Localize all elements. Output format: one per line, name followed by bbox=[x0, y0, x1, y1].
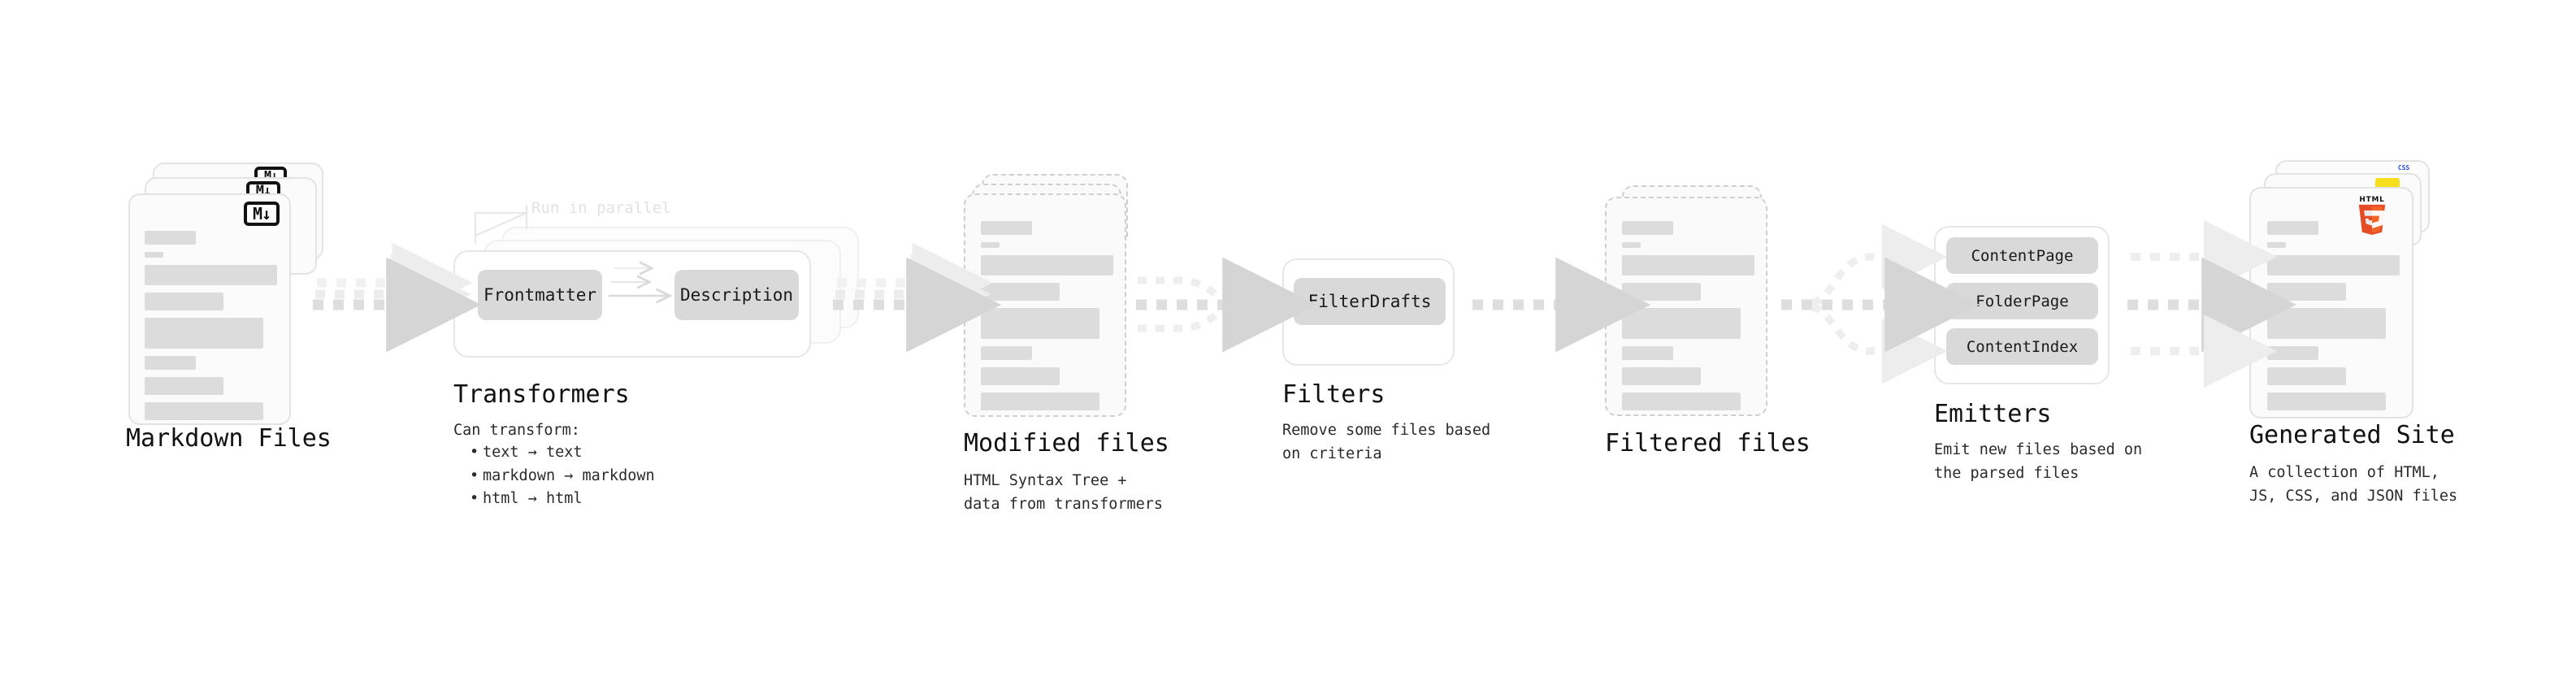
doc-bar bbox=[1622, 283, 1701, 301]
transformer-pill-frontmatter[interactable]: Frontmatter bbox=[478, 270, 602, 320]
doc-bar bbox=[2267, 283, 2346, 301]
doc-bar bbox=[2267, 367, 2346, 385]
doc-bar bbox=[2267, 221, 2318, 235]
arrow-modified-to-filters bbox=[1136, 257, 1318, 353]
transformer-pill-description[interactable]: Description bbox=[674, 270, 799, 320]
doc-bar bbox=[145, 293, 223, 310]
modified-files-title: Modified files bbox=[964, 429, 1169, 458]
doc-bar bbox=[981, 283, 1060, 301]
js-badge bbox=[2375, 178, 2400, 189]
list-item: markdown → markdown bbox=[470, 465, 655, 488]
doc-bar bbox=[145, 377, 223, 395]
doc-bar bbox=[1622, 255, 1754, 275]
transformers-bullet-list: text → text markdown → markdown html → h… bbox=[465, 441, 655, 511]
filters-title: Filters bbox=[1282, 380, 1386, 409]
doc-bar bbox=[145, 318, 263, 349]
emitters-pill-label: ContentIndex bbox=[1966, 337, 2079, 356]
emitters-pill-folderpage[interactable]: FolderPage bbox=[1946, 283, 2098, 319]
list-item: text → text bbox=[470, 441, 655, 465]
doc-bar bbox=[145, 252, 163, 258]
modified-doc-bars bbox=[981, 221, 1117, 418]
doc-bar bbox=[2267, 346, 2318, 360]
list-item: html → html bbox=[470, 488, 655, 511]
modified-files-desc: HTML Syntax Tree + data from transformer… bbox=[964, 472, 1164, 513]
emitters-desc: Emit new files based on the parsed files bbox=[1934, 441, 2143, 482]
doc-bar bbox=[145, 265, 277, 285]
filtered-doc-bars bbox=[1622, 221, 1759, 418]
doc-bar bbox=[981, 367, 1060, 385]
doc-bar bbox=[981, 221, 1032, 235]
doc-bar bbox=[2267, 255, 2400, 275]
markdown-badge: M↓ bbox=[244, 202, 280, 226]
filters-pill-filterdrafts[interactable]: FilterDrafts bbox=[1294, 278, 1446, 325]
filtered-files-title: Filtered files bbox=[1605, 429, 1811, 458]
doc-bar bbox=[981, 255, 1113, 275]
run-in-parallel-label: Run in parallel bbox=[531, 199, 671, 217]
transformer-pill-label: Description bbox=[679, 285, 794, 305]
generated-doc-bars bbox=[2267, 221, 2404, 418]
doc-bar bbox=[1622, 221, 1673, 235]
markdown-files-title: Markdown Files bbox=[126, 424, 332, 453]
emitters-pill-contentpage[interactable]: ContentPage bbox=[1946, 237, 2098, 274]
transformers-title: Transformers bbox=[453, 380, 630, 409]
generated-site-desc: A collection of HTML, JS, CSS, and JSON … bbox=[2249, 464, 2458, 505]
doc-bar bbox=[1622, 308, 1741, 339]
generated-site-title: Generated Site bbox=[2249, 421, 2455, 449]
doc-bar bbox=[145, 402, 263, 420]
emitters-pill-label: ContentPage bbox=[1971, 246, 2074, 265]
emitters-pill-label: FolderPage bbox=[1975, 292, 2069, 310]
doc-bar bbox=[981, 393, 1099, 410]
arrow-emitters-to-site bbox=[2127, 220, 2297, 388]
filters-desc: Remove some files based on criteria bbox=[1282, 422, 1491, 462]
arrow-markdown-to-transformers bbox=[313, 242, 482, 353]
doc-bar bbox=[2267, 308, 2386, 339]
filters-pill-label: FilterDrafts bbox=[1308, 292, 1432, 311]
emitters-title: Emitters bbox=[1934, 400, 2052, 428]
doc-bar bbox=[2267, 242, 2286, 248]
doc-bar bbox=[981, 242, 1000, 248]
transformer-pill-label: Frontmatter bbox=[483, 285, 597, 305]
transformers-desc-heading: Can transform: bbox=[453, 422, 580, 439]
markdown-doc-bars bbox=[145, 231, 281, 427]
html5-icon: HTML bbox=[2355, 193, 2389, 236]
doc-bar bbox=[1622, 393, 1741, 410]
doc-bar bbox=[1622, 367, 1701, 385]
doc-bar bbox=[981, 308, 1099, 339]
doc-bar bbox=[145, 231, 196, 245]
svg-text:HTML: HTML bbox=[2359, 196, 2384, 204]
emitters-pill-contentindex[interactable]: ContentIndex bbox=[1946, 328, 2098, 365]
doc-bar bbox=[2267, 393, 2386, 410]
doc-bar bbox=[145, 356, 196, 370]
doc-bar bbox=[1622, 346, 1673, 360]
doc-bar bbox=[981, 346, 1032, 360]
arrow-filtered-to-emitters bbox=[1781, 223, 1980, 384]
doc-bar bbox=[1622, 242, 1641, 248]
